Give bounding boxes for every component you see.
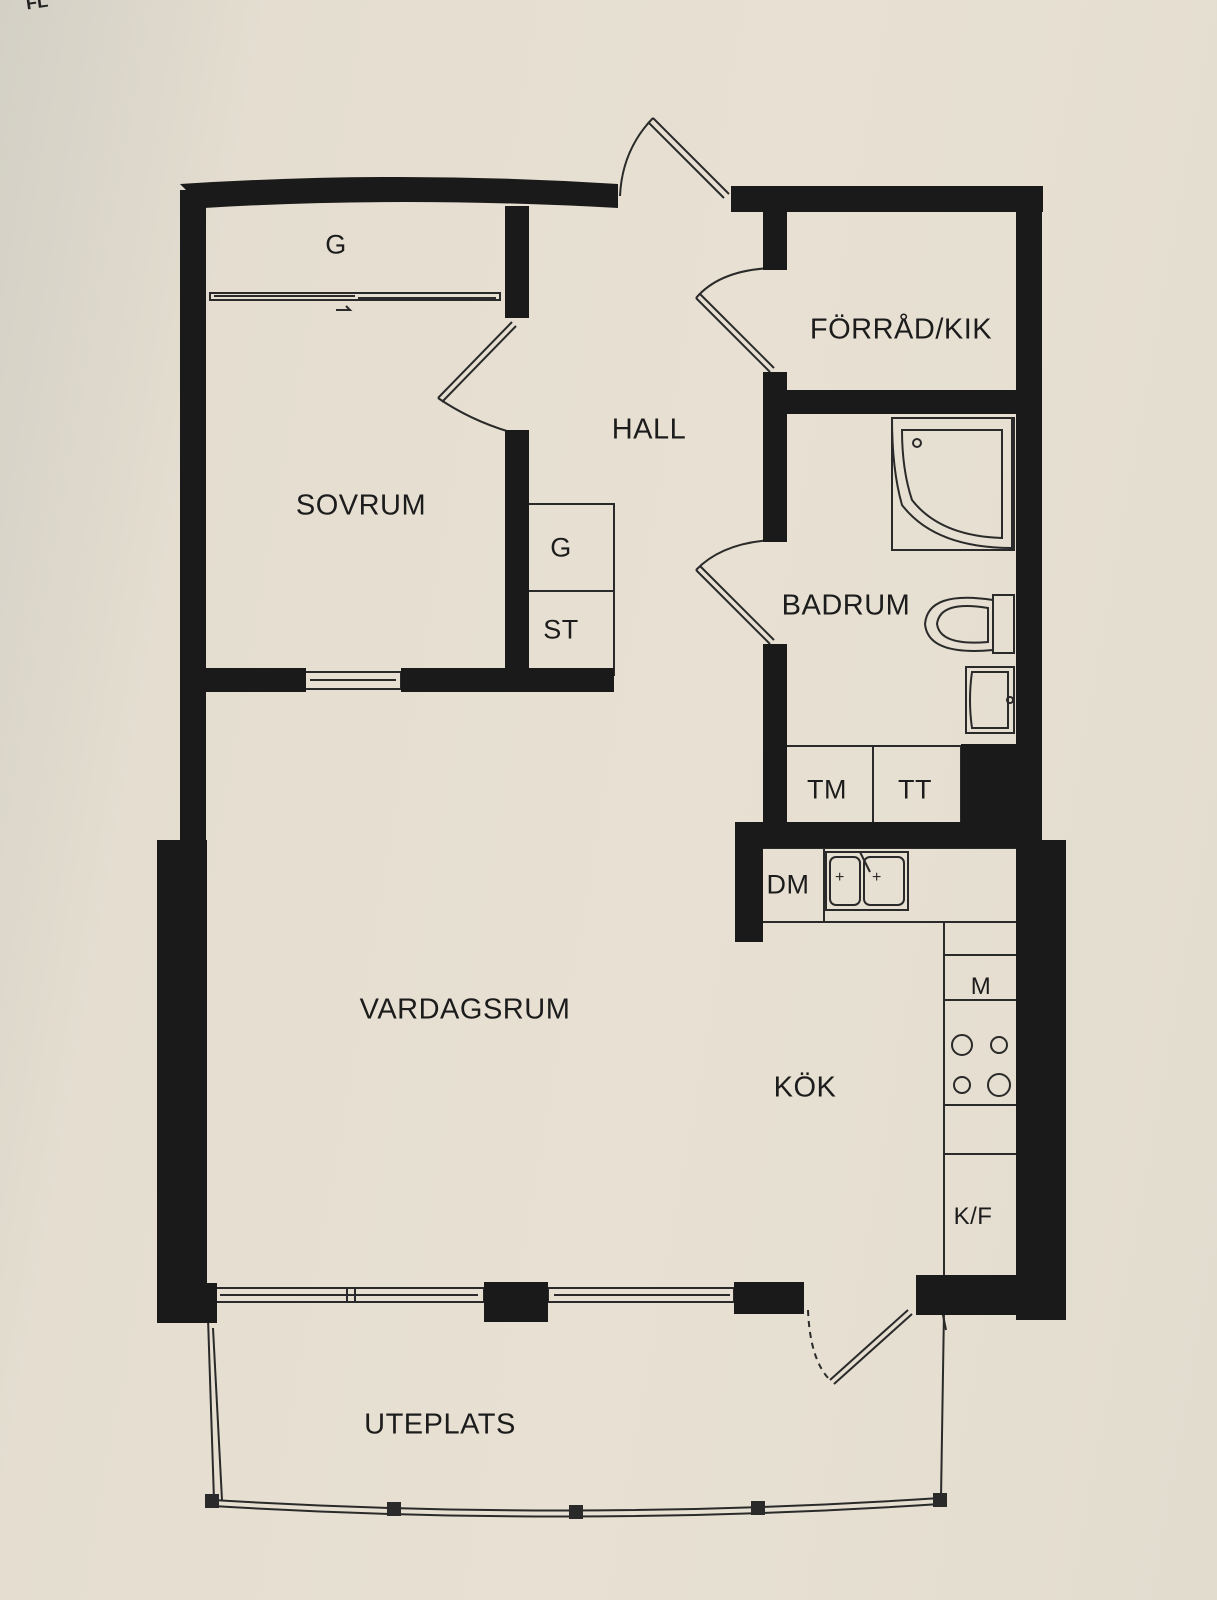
room-label-hall: HALL	[611, 413, 687, 446]
bedroom-wardrobe-label: G	[325, 229, 347, 260]
washbasin	[965, 666, 1015, 734]
room-label-sovrum: SOVRUM	[295, 489, 427, 522]
room-label-badrum: BADRUM	[781, 589, 911, 622]
shower	[890, 417, 1015, 551]
dishwasher-label: DM	[766, 869, 810, 900]
bedroom-inner-window	[304, 671, 402, 690]
bedroom-door	[437, 321, 517, 433]
room-label-uteplats: UTEPLATS	[364, 1408, 516, 1441]
walls	[157, 177, 1066, 1323]
entrance-door	[619, 117, 730, 199]
storage-door	[695, 267, 775, 373]
svg-text:+: +	[835, 869, 844, 886]
bathroom-door	[695, 539, 775, 645]
room-label-forrad: FÖRRÅD/KIK	[809, 313, 993, 346]
hall-wardrobe-label: G	[550, 532, 572, 563]
dryer-label: TT	[898, 774, 932, 805]
patio-door	[807, 1309, 913, 1385]
patio-window-right	[547, 1287, 735, 1303]
bedroom-wardrobe-sliding-door	[209, 292, 501, 311]
stove	[951, 1034, 1011, 1097]
fridge-freezer-label: K/F	[953, 1203, 993, 1230]
toilet	[923, 594, 1015, 654]
hall-storage-label: ST	[543, 614, 579, 645]
microwave-label: M	[970, 973, 992, 1000]
patio-window-left	[213, 1287, 485, 1303]
room-label-kok: KÖK	[773, 1071, 837, 1104]
washer-label: TM	[807, 774, 847, 805]
kitchen-sink: + +	[825, 851, 909, 911]
patio-outline	[205, 1299, 947, 1519]
hall-closets	[526, 503, 615, 676]
room-label-vardagsrum: VARDAGSRUM	[359, 993, 571, 1026]
svg-text:+: +	[872, 869, 881, 886]
